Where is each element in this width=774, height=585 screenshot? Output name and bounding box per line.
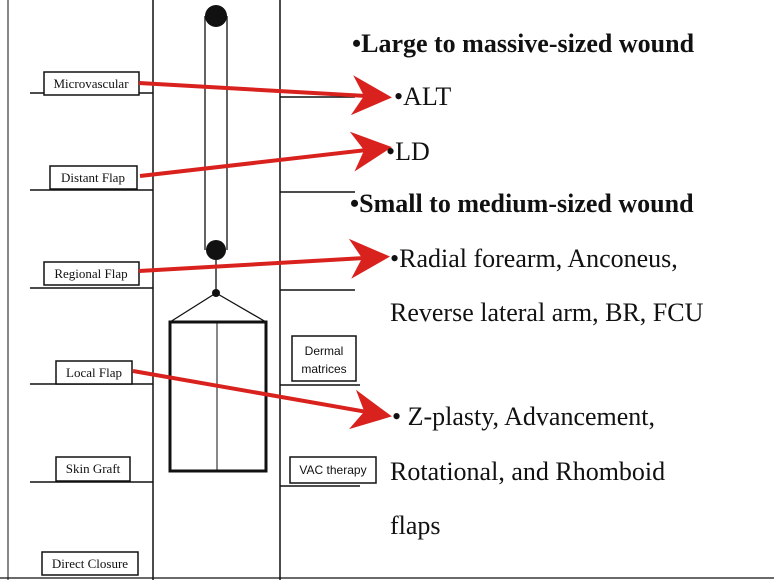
heading-large-wound: •Large to massive-sized wound: [352, 29, 695, 58]
label-vac-therapy: VAC therapy: [299, 463, 366, 477]
label-box-direct-closure: [41, 551, 139, 576]
label-regional-flap: Regional Flap: [54, 266, 127, 281]
arrow-microvascular-to-alt: [138, 75, 392, 116]
local-options-line1: • Z-plasty, Advancement,: [392, 402, 655, 431]
label-dermal-matrices-line1: Dermal: [305, 344, 344, 358]
label-dermal-matrices-line2: matrices: [301, 362, 346, 376]
label-box-vac-therapy: [289, 456, 377, 484]
option-alt: •ALT: [394, 82, 451, 111]
label-distant-flap: Distant Flap: [61, 170, 125, 185]
label-direct-closure: Direct Closure: [52, 556, 128, 571]
label-box-skin-graft: [55, 456, 131, 482]
label-box-distant-flap: [49, 165, 138, 190]
elevator-car: [168, 320, 268, 473]
arrow-local-to-zplasty: [132, 369, 392, 430]
label-microvascular: Microvascular: [53, 76, 129, 91]
sling-right: [215, 292, 267, 323]
arrow-regional-to-radial: [138, 238, 390, 279]
arrow-distant-to-ld: [139, 131, 392, 178]
counterweight: [206, 240, 226, 260]
label-box-regional-flap: [43, 261, 140, 286]
local-options-line3: flaps: [390, 511, 441, 540]
local-options-line2: Rotational, and Rhomboid: [390, 457, 665, 486]
label-box-dermal-matrices: [291, 335, 357, 382]
label-skin-graft: Skin Graft: [66, 461, 121, 476]
label-box-local-flap: [55, 360, 133, 385]
top-pulley: [205, 5, 227, 27]
option-ld: •LD: [386, 137, 430, 166]
heading-small-wound: •Small to medium-sized wound: [350, 189, 694, 218]
sling-left: [169, 292, 217, 323]
regional-options-line2: Reverse lateral arm, BR, FCU: [390, 298, 704, 327]
regional-options-line1: •Radial forearm, Anconeus,: [390, 244, 678, 273]
label-local-flap: Local Flap: [66, 365, 122, 380]
